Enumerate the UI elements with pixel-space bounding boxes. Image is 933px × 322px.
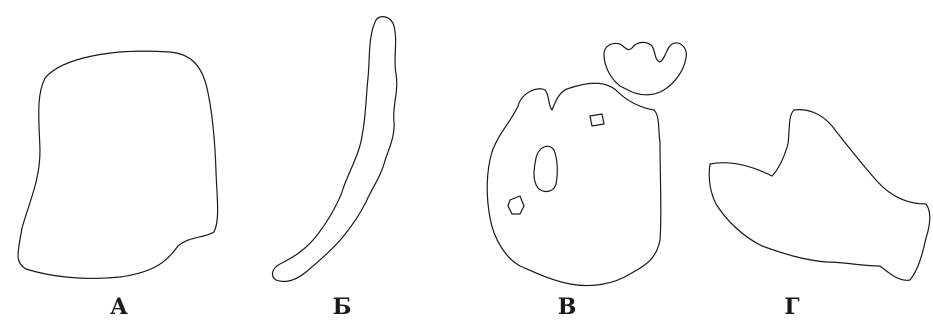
shape-g-outline	[709, 110, 930, 281]
shape-v-hole-1	[534, 146, 557, 191]
shape-a	[18, 51, 218, 278]
shape-v-hole-3	[590, 114, 604, 126]
shape-a-label: А	[110, 294, 128, 320]
shape-g-label: Г	[784, 294, 799, 320]
shape-a-outline	[18, 51, 218, 278]
shape-b	[273, 17, 397, 282]
shape-g	[709, 110, 930, 281]
shape-v-outline	[487, 83, 661, 285]
shape-v-hole-2	[508, 196, 524, 214]
shape-v	[487, 42, 686, 285]
shape-v-appendage-outline	[604, 42, 686, 94]
shape-b-label: Б	[333, 294, 352, 320]
shape-v-label: В	[558, 294, 577, 320]
shape-b-outline	[273, 17, 397, 282]
